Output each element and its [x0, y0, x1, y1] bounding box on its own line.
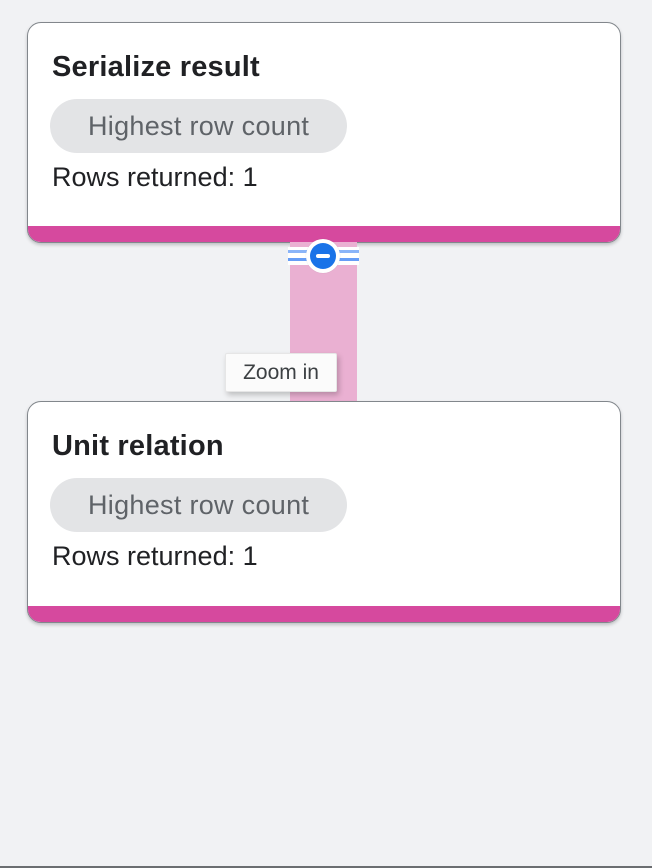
rows-returned-label: Rows returned: 1	[52, 541, 258, 571]
minus-icon	[310, 243, 336, 269]
zoom-in-tooltip: Zoom in	[225, 353, 337, 392]
stage-card-unit-relation[interactable]: Unit relation Highest row count Rows ret…	[27, 401, 621, 623]
stage-card-serialize-result[interactable]: Serialize result Highest row count Rows …	[27, 22, 621, 243]
collapse-edge-button[interactable]	[306, 239, 340, 273]
window-bottom-edge	[0, 866, 652, 868]
highest-row-count-badge: Highest row count	[50, 478, 348, 532]
stage-color-bar	[28, 226, 620, 242]
highest-row-count-badge: Highest row count	[50, 99, 348, 153]
stage-title: Unit relation	[52, 430, 224, 462]
rows-returned-label: Rows returned: 1	[52, 162, 258, 192]
stage-title: Serialize result	[52, 51, 260, 83]
stage-color-bar	[28, 606, 620, 622]
